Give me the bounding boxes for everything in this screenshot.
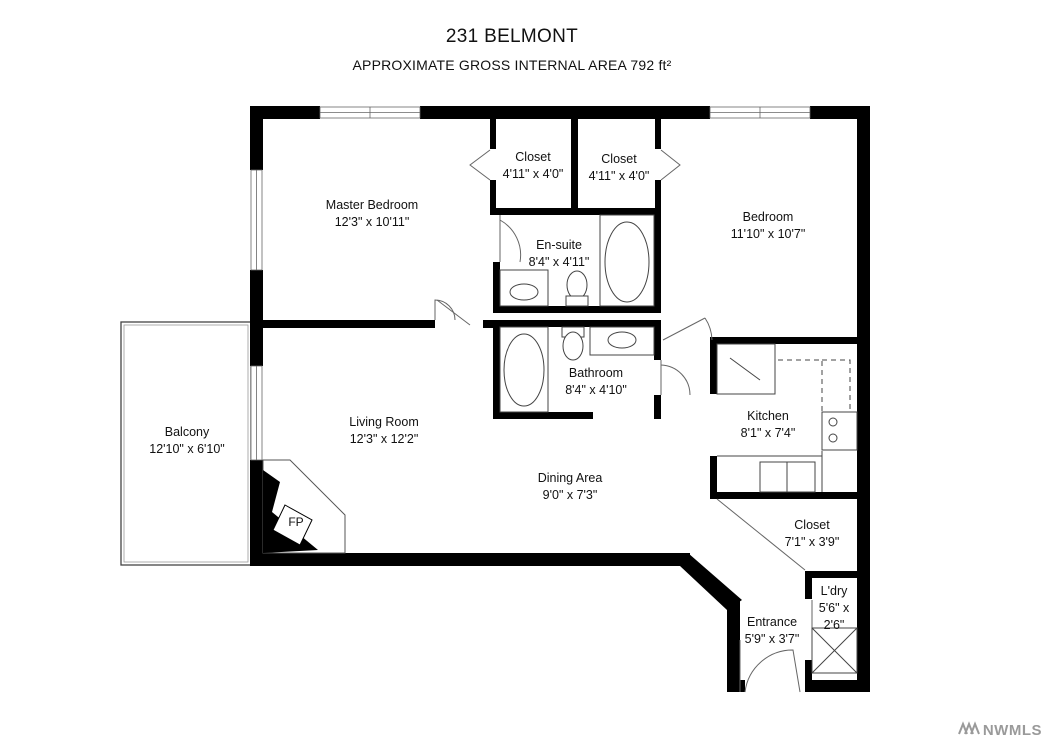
room-size-cont: 2'6" (823, 618, 845, 632)
room-name: Living Room (349, 415, 419, 429)
room-name: Kitchen (747, 409, 789, 423)
room-size: 7'1" x 3'9" (784, 535, 840, 549)
watermark-text: NWMLS (982, 722, 1042, 739)
room-bathroom: Bathroom 8'4" x 4'10" (565, 365, 627, 399)
room-name: Closet (794, 518, 830, 532)
room-kitchen: Kitchen 8'1" x 7'4" (741, 408, 796, 442)
room-size: 8'1" x 7'4" (740, 426, 796, 440)
diagonal-wall (680, 553, 742, 610)
room-name: Entrance (746, 615, 798, 629)
room-size: 9'0" x 7'3" (542, 488, 598, 502)
watermark: NWMLS (957, 721, 1042, 739)
fireplace-label: FP (288, 515, 304, 529)
laundry-fixtures (811, 627, 858, 674)
entrance-wall-stub (727, 680, 745, 692)
room-size: 11'10" x 10'7" (730, 227, 806, 241)
room-closet-entry: Closet 7'1" x 3'9" (785, 517, 840, 551)
room-size: 4'11" x 4'0" (588, 169, 650, 183)
room-balcony: Balcony 12'10" x 6'10" (149, 424, 225, 458)
room-dining-area: Dining Area 9'0" x 7'3" (538, 470, 603, 504)
room-name: L'dry (820, 584, 848, 598)
room-closet-right: Closet 4'11" x 4'0" (589, 151, 650, 185)
fireplace-box (272, 504, 313, 546)
room-size: 12'3" x 10'11" (334, 215, 410, 229)
doors (434, 149, 813, 693)
nwmls-logo-icon (957, 721, 980, 739)
room-name: Balcony (164, 425, 210, 439)
bathroom-fixtures (499, 326, 655, 413)
room-name: Bedroom (742, 210, 794, 224)
room-entrance: Entrance 5'9" x 3'7" (745, 614, 800, 648)
room-name: Closet (515, 150, 551, 164)
room-name: En-suite (536, 238, 582, 252)
kitchen-fixtures (716, 343, 858, 493)
room-size: 12'10" x 6'10" (149, 442, 225, 456)
room-size: 12'3" x 12'2" (349, 432, 419, 446)
room-master-bedroom: Master Bedroom 12'3" x 10'11" (326, 197, 418, 231)
room-ensuite: En-suite 8'4" x 4'11" (529, 237, 590, 271)
room-size: 8'4" x 4'11" (528, 255, 590, 269)
windows (250, 106, 811, 461)
plan-title: 231 BELMONT (445, 26, 579, 47)
ensuite-fixtures (499, 214, 655, 307)
plan-subtitle: APPROXIMATE GROSS INTERNAL AREA 792 ft² (352, 57, 672, 73)
room-size: 5'9" x 3'7" (744, 632, 800, 646)
room-size: 4'11" x 4'0" (502, 167, 564, 181)
room-bedroom: Bedroom 11'10" x 10'7" (731, 209, 806, 243)
room-name: Dining Area (537, 471, 603, 485)
interior-walls (250, 119, 870, 685)
room-laundry: L'dry 5'6" x 2'6" (819, 583, 849, 634)
room-name: Closet (601, 152, 637, 166)
room-closet-left: Closet 4'11" x 4'0" (503, 149, 564, 183)
room-size: 5'6" x (818, 601, 850, 615)
room-living-room: Living Room 12'3" x 12'2" (349, 414, 418, 448)
room-name: Master Bedroom (325, 198, 419, 212)
room-size: 8'4" x 4'10" (565, 383, 627, 397)
exterior-walls (250, 106, 870, 692)
room-name: Bathroom (568, 366, 624, 380)
